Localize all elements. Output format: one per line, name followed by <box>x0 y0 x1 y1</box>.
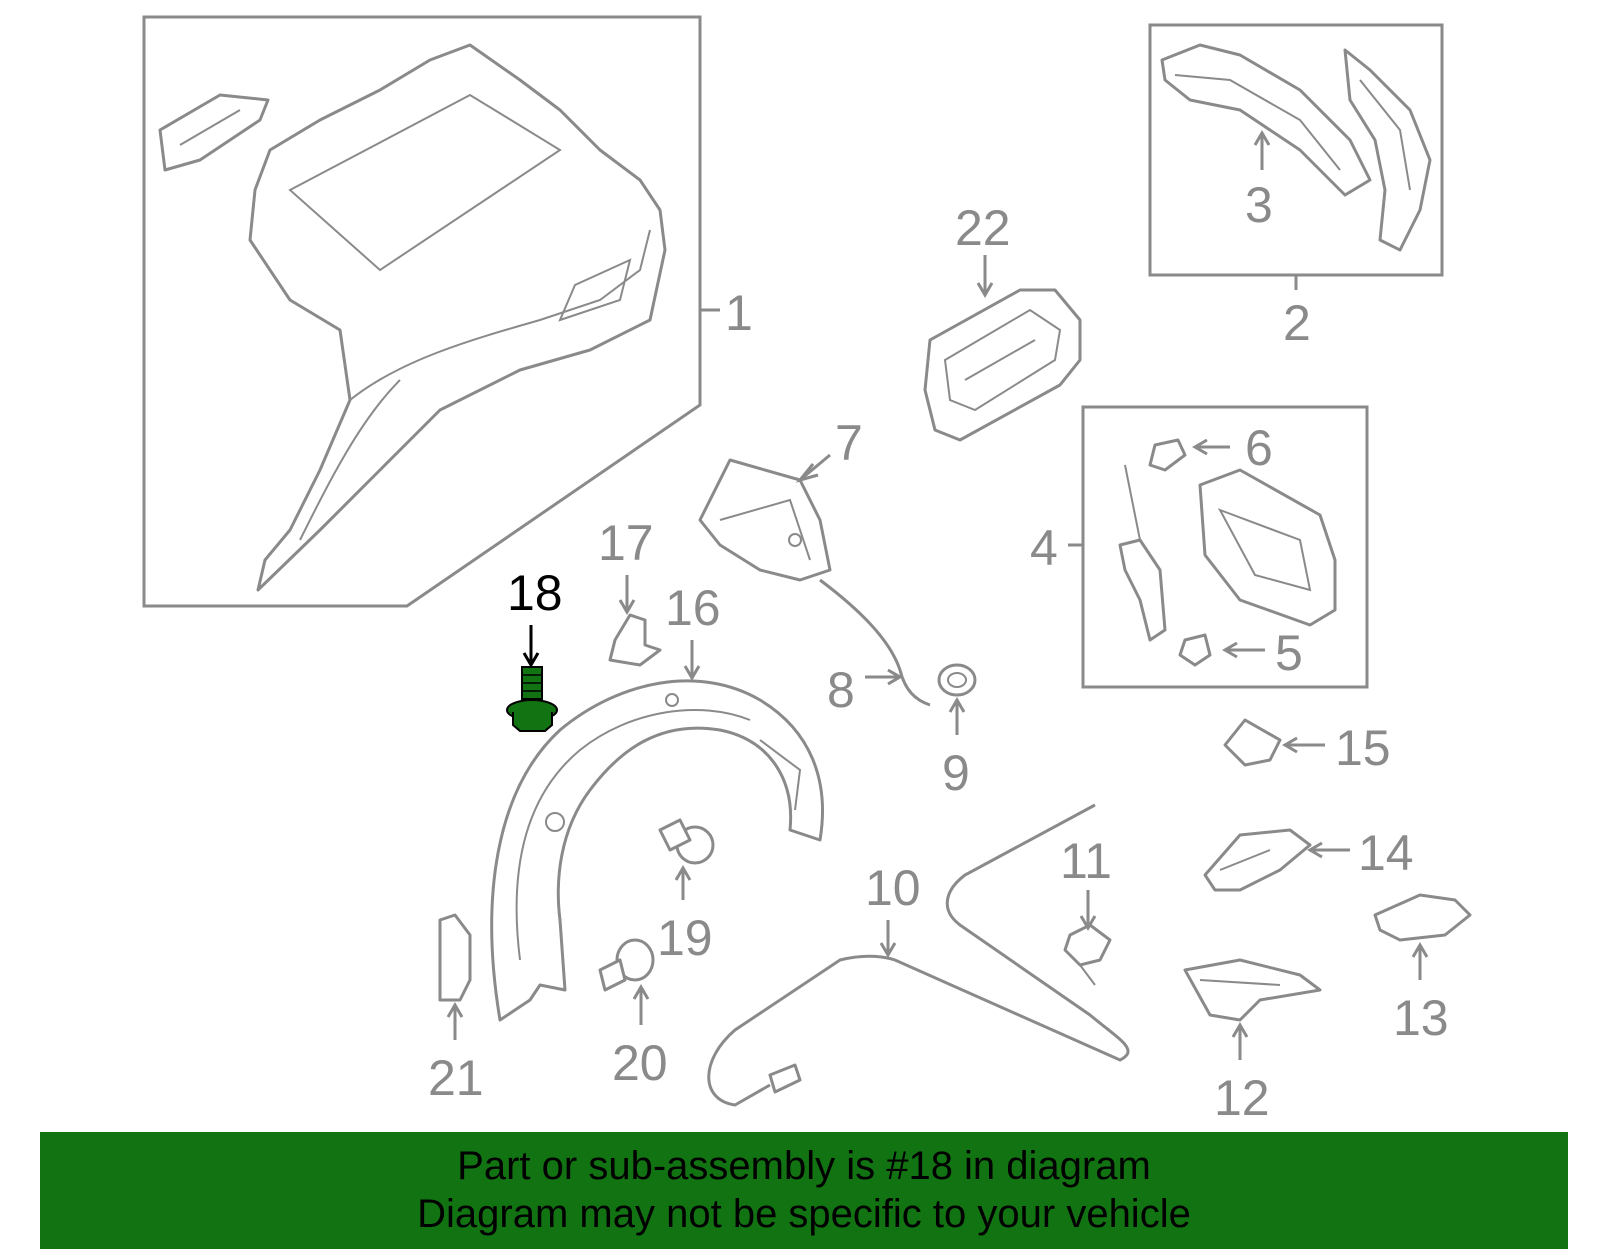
callout-20: 20 <box>612 1035 668 1091</box>
part-14-bracket[interactable] <box>1203 828 1312 892</box>
info-banner: Part or sub-assembly is #18 in diagram D… <box>40 1132 1568 1249</box>
part-2-3-reinforcement[interactable] <box>1160 43 1432 252</box>
callout-17: 17 <box>598 515 654 571</box>
part-15-clip[interactable] <box>1223 718 1282 767</box>
callout-18: 18 <box>507 565 563 621</box>
callout-10: 10 <box>865 860 921 916</box>
part-4-box <box>1081 405 1369 689</box>
callout-21: 21 <box>428 1050 484 1106</box>
part-12-bracket[interactable] <box>1183 958 1322 1022</box>
callout-1: 1 <box>725 285 753 341</box>
callout-7: 7 <box>835 415 863 471</box>
banner-line-1: Part or sub-assembly is #18 in diagram <box>457 1144 1151 1188</box>
callout-22: 22 <box>955 200 1011 256</box>
part-17-clip[interactable] <box>608 613 662 667</box>
callout-9: 9 <box>942 745 970 801</box>
part-9-grommet[interactable] <box>937 663 977 697</box>
callout-5: 5 <box>1275 625 1303 681</box>
callout-8: 8 <box>827 662 855 718</box>
banner-line-2: Diagram may not be specific to your vehi… <box>417 1192 1191 1236</box>
part-18-bolt[interactable] <box>506 666 558 732</box>
part-11-clip[interactable] <box>1063 923 1112 986</box>
callout-16: 16 <box>665 580 721 636</box>
part-22-housing[interactable] <box>923 288 1082 442</box>
callout-14: 14 <box>1358 825 1414 881</box>
part-1-quarter-panel[interactable] <box>158 43 667 592</box>
part-21-bracket[interactable] <box>438 913 472 1002</box>
callout-19: 19 <box>657 910 713 966</box>
callout-11: 11 <box>1060 833 1112 889</box>
part-8-drain-hose[interactable] <box>819 578 931 707</box>
callout-4: 4 <box>1030 520 1058 576</box>
part-10-release-cable[interactable] <box>707 803 1130 1107</box>
part-19-push-pin[interactable] <box>658 818 715 865</box>
callout-3: 3 <box>1245 177 1273 233</box>
part-4-fuel-door[interactable] <box>1118 438 1337 667</box>
callout-6: 6 <box>1245 420 1273 476</box>
callout-13: 13 <box>1393 990 1449 1046</box>
part-13-bracket[interactable] <box>1373 893 1472 942</box>
part-7-filler-housing[interactable] <box>698 458 832 582</box>
part-20-push-pin[interactable] <box>598 938 655 992</box>
callout-2: 2 <box>1283 295 1311 351</box>
part-1-box <box>142 15 702 608</box>
part-16-wheel-liner[interactable] <box>490 679 824 1022</box>
callout-15: 15 <box>1335 720 1391 776</box>
callout-12: 12 <box>1214 1070 1270 1126</box>
